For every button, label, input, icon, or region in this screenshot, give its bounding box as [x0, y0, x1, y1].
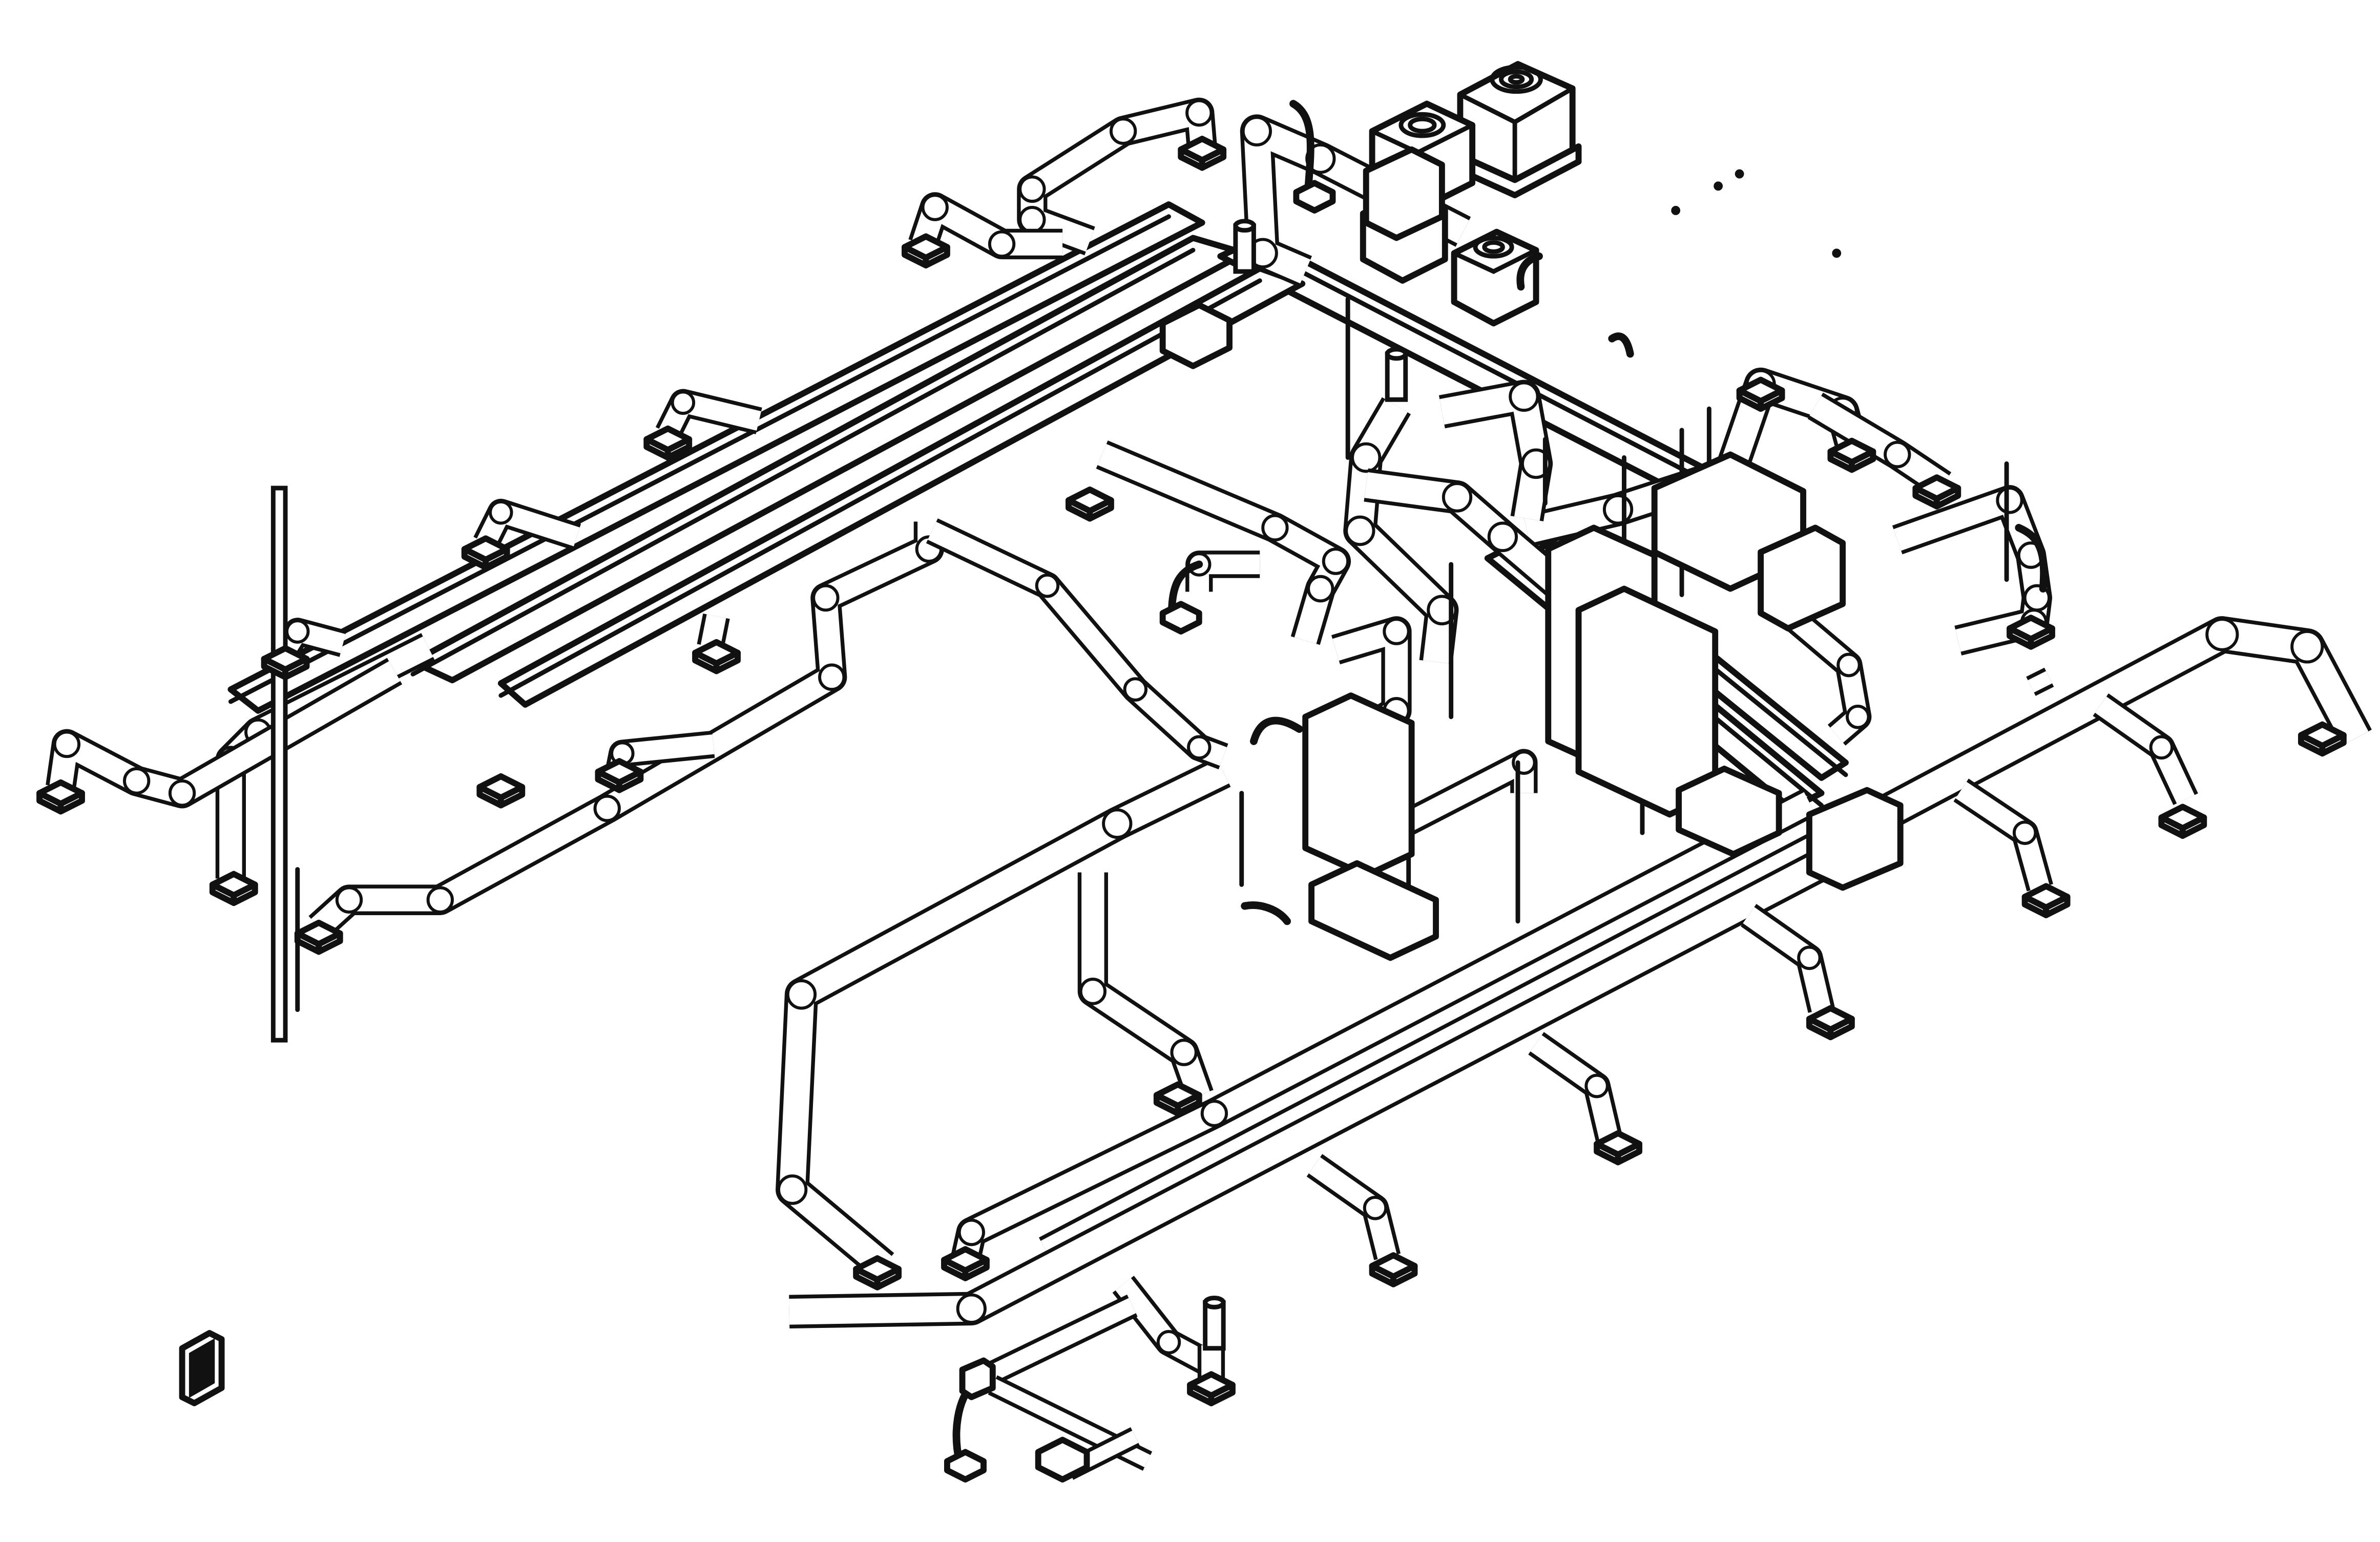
ceiling-diffuser — [1594, 1130, 1642, 1166]
lower-branch-5 — [1306, 1154, 1401, 1260]
ceiling-diffuser — [941, 1246, 990, 1281]
ceiling-diffuser — [1066, 487, 1114, 522]
junction-box-group — [944, 180, 1336, 1483]
core-drop-a — [1343, 397, 1459, 664]
ceiling-diffuser — [1912, 474, 1961, 510]
ceiling-diffuser — [1153, 1081, 1202, 1117]
ceiling-diffuser — [643, 425, 693, 461]
rectangular-plenum-west-edge — [498, 278, 1262, 698]
ceiling-diffuser — [2007, 615, 2055, 650]
rooftop-unit-rear — [1451, 228, 1539, 327]
lower-duct-cap — [2026, 667, 2054, 696]
ceiling-diffuser — [209, 871, 258, 906]
core-drop-e — [1399, 749, 1538, 836]
lower-branch-4 — [1528, 1032, 1622, 1141]
branch-west-a — [308, 521, 944, 939]
ceiling-diffuser — [2298, 721, 2347, 757]
ceiling-diffuser — [1178, 136, 1227, 171]
vent-stack — [1203, 1296, 1226, 1351]
core-west-tee — [1096, 440, 1351, 645]
ceiling-diffuser — [595, 758, 644, 793]
scattered-dots — [1671, 169, 1842, 258]
north-run-b — [473, 498, 581, 550]
lower-branch-1 — [2093, 693, 2198, 806]
ceiling-diffuser — [902, 233, 950, 269]
ceiling-diffuser — [1736, 376, 1785, 412]
ceiling-diffuser — [294, 919, 343, 955]
ceiling-diffuser — [2158, 804, 2207, 839]
rectangular-main-north-edge — [1257, 247, 1739, 500]
far-west-loop — [46, 658, 403, 809]
core-branch-east-4 — [1782, 605, 1872, 746]
lower-west-run — [969, 1294, 1138, 1393]
ceiling-diffuser — [2021, 883, 2071, 918]
fan-grille-icon — [1398, 112, 1446, 138]
air-handler-core — [1159, 146, 1904, 961]
branch-mid-drop — [1077, 872, 1214, 1101]
return-trunk — [950, 789, 1817, 1263]
ceiling-diffuser — [261, 645, 310, 681]
thermostat-icon — [179, 1330, 225, 1406]
fan-grille-icon — [1473, 236, 1514, 259]
core-west-stub — [1185, 551, 1260, 592]
core-drop-b — [1438, 379, 1553, 521]
ceiling-diffuser — [692, 639, 741, 674]
rectangular-main-west-2-edge — [410, 247, 1196, 677]
ceiling-diffuser — [1806, 1005, 1855, 1041]
north-run-a — [655, 389, 762, 439]
lower-branch-3 — [1741, 903, 1835, 1013]
lower-branch-2 — [1953, 778, 2053, 892]
ceiling-diffuser — [461, 535, 510, 571]
rectangular-main-west-edge — [228, 214, 1171, 704]
ceiling-diffuser — [36, 779, 85, 815]
vent-stack — [1233, 219, 1256, 274]
control-wiring — [952, 100, 2048, 1465]
ceiling-diffuser — [853, 1255, 902, 1291]
vertical-riser-pipe — [270, 485, 300, 1043]
branch-west-b — [926, 518, 1228, 770]
ceiling-diffuser — [476, 773, 526, 809]
core-drop-c — [1364, 468, 1575, 602]
vent-stack — [1385, 347, 1408, 402]
diffuser-group — [36, 136, 2347, 1406]
branch-left-loop — [776, 756, 1231, 1279]
core-branch-east-2 — [1807, 392, 1952, 498]
rectangular-main-west — [227, 201, 1205, 714]
fan-grille-icon — [1490, 65, 1543, 94]
north-loop-b — [908, 192, 1063, 260]
ceiling-diffuser — [1369, 1252, 1418, 1287]
secondary-supply-trunk — [789, 821, 1884, 1329]
rectangular-plenum-west — [497, 265, 1306, 708]
ceiling-diffuser — [1827, 437, 1876, 473]
ceiling-diffuser — [1187, 1371, 1236, 1406]
